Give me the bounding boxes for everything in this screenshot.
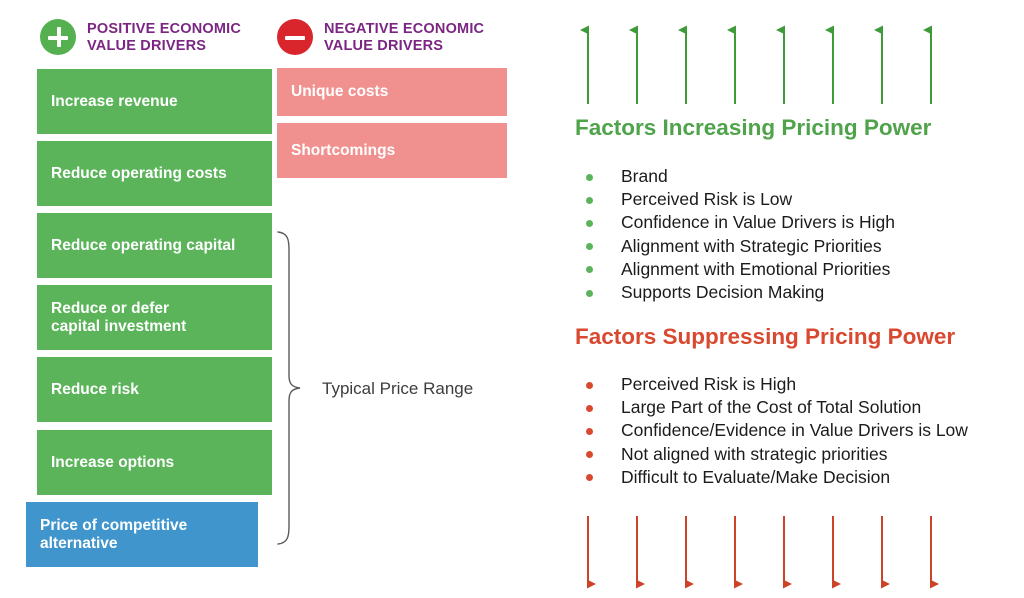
list-item: Perceived Risk is Low (577, 188, 895, 211)
up-arrows-group (580, 25, 932, 104)
bullet-dot-icon (586, 427, 593, 435)
value-driver-box-increase-revenue[interactable]: Increase revenue (37, 69, 272, 134)
list-item-label: Confidence/Evidence in Value Drivers is … (621, 420, 968, 441)
list-item-label: Brand (621, 166, 668, 186)
value-driver-box-reduce-or-defer-capital-investment[interactable]: Reduce or defer capital investment (37, 285, 272, 350)
list-item: Perceived Risk is High (577, 373, 968, 396)
bullet-dot-icon (586, 404, 593, 412)
negative-column-title: NEGATIVE ECONOMIC VALUE DRIVERS (324, 21, 485, 54)
negative-driver-box-unique-costs[interactable]: Unique costs (277, 68, 507, 116)
bullet-dot-icon (586, 219, 593, 227)
typical-price-range-bracket (277, 231, 301, 545)
value-driver-box-reduce-operating-capital[interactable]: Reduce operating capital (37, 213, 272, 278)
list-item: Large Part of the Cost of Total Solution (577, 396, 968, 419)
value-driver-box-reduce-risk[interactable]: Reduce risk (37, 357, 272, 422)
bullet-dot-icon (586, 243, 593, 251)
bullet-dot-icon (586, 381, 593, 389)
bullet-list-suppressing-factors: Perceived Risk is High Large Part of the… (577, 373, 968, 489)
list-item: Brand (577, 165, 895, 188)
bullet-dot-icon (586, 266, 593, 274)
list-item-label: Perceived Risk is High (621, 374, 797, 394)
minus-circle-icon (277, 19, 313, 55)
negative-driver-box-shortcomings[interactable]: Shortcomings (277, 123, 507, 178)
value-driver-box-reduce-operating-costs[interactable]: Reduce operating costs (37, 141, 272, 206)
list-item: Not aligned with strategic priorities (577, 443, 968, 466)
bullet-list-increasing-factors: Brand Perceived Risk is Low Confidence i… (577, 165, 895, 304)
list-item: Confidence in Value Drivers is High (577, 211, 895, 234)
list-item-label: Difficult to Evaluate/Make Decision (621, 466, 891, 487)
list-item: Supports Decision Making (577, 281, 895, 304)
list-item-label: Large Part of the Cost of Total Solution (621, 397, 922, 418)
bullet-dot-icon (586, 196, 593, 204)
list-item: Difficult to Evaluate/Make Decision (577, 466, 968, 489)
list-item-label: Alignment with Strategic Priorities (621, 235, 882, 256)
value-driver-box-price-of-competitive-alternative[interactable]: Price of competitive alternative (26, 502, 258, 567)
typical-price-range-label: Typical Price Range (322, 379, 474, 398)
negative-column-header: NEGATIVE ECONOMIC VALUE DRIVERS (277, 18, 484, 55)
plus-circle-icon (40, 19, 76, 55)
list-item-label: Alignment with Emotional Priorities (621, 258, 891, 279)
list-item-label: Confidence in Value Drivers is High (621, 212, 895, 233)
list-item-label: Supports Decision Making (621, 282, 825, 303)
value-driver-box-increase-options[interactable]: Increase options (37, 430, 272, 495)
list-item: Confidence/Evidence in Value Drivers is … (577, 419, 968, 442)
positive-column-header: POSITIVE ECONOMIC VALUE DRIVERS (40, 18, 241, 55)
bullet-dot-icon (586, 173, 593, 181)
heading-factors-suppressing-pricing-power: Factors Suppressing Pricing Power (575, 324, 956, 349)
bullet-dot-icon (586, 451, 593, 459)
list-item: Alignment with Strategic Priorities (577, 235, 895, 258)
positive-column-title: POSITIVE ECONOMIC VALUE DRIVERS (87, 21, 242, 54)
down-arrows-group (587, 516, 939, 589)
bullet-dot-icon (586, 289, 593, 297)
bullet-dot-icon (586, 474, 593, 482)
list-item: Alignment with Emotional Priorities (577, 258, 895, 281)
heading-factors-increasing-pricing-power: Factors Increasing Pricing Power (575, 115, 932, 140)
list-item-label: Not aligned with strategic priorities (621, 443, 888, 464)
list-item-label: Perceived Risk is Low (621, 189, 793, 210)
